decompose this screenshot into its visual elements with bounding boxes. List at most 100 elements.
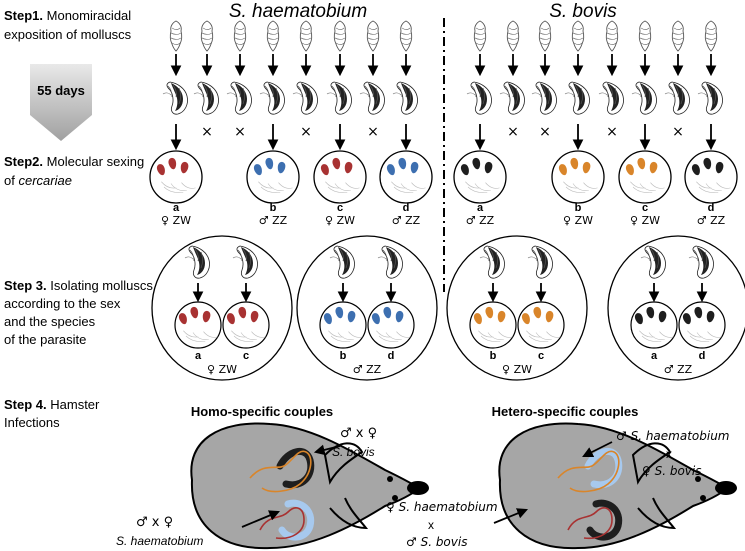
hetero-bottom-line2: ♂ S. bovis <box>406 535 467 549</box>
shell-icon <box>333 20 347 52</box>
step3-desc-1: according to the sex <box>4 296 121 311</box>
sample-letter: c <box>538 350 544 362</box>
pointer-arrow <box>241 510 280 528</box>
sex-label: ♀ ZW <box>630 214 660 227</box>
shell-icon <box>638 20 652 52</box>
snail-icon <box>697 81 724 115</box>
sexing-circle <box>246 150 300 204</box>
sample-letter: d <box>708 202 715 214</box>
snail-icon <box>162 81 189 115</box>
sample-letter: b <box>270 202 277 214</box>
species-header-bovis: S. bovis <box>549 1 617 22</box>
male-worm <box>278 499 315 541</box>
snail-icon <box>564 81 591 115</box>
step3-desc-2: and the species <box>4 314 96 329</box>
homo-couples-title: Homo-specific couples <box>191 404 333 419</box>
step2-desc: of cercariae <box>4 173 72 188</box>
shell-icon <box>399 20 413 52</box>
isolation-group-ellipse <box>607 235 745 381</box>
step4-label: Step 4. Hamster <box>4 397 100 412</box>
hetero-top-x: x <box>666 447 672 461</box>
snail-icon <box>292 81 319 115</box>
isolation-group-ellipse <box>296 235 438 381</box>
rejected-mark: × <box>507 124 519 140</box>
rejected-mark: × <box>300 124 312 140</box>
pointer-arrow <box>493 508 529 524</box>
sample-letter: a <box>173 202 180 214</box>
sexing-circle <box>684 150 738 204</box>
hetero-bottom-line1: ♀ S. haematobium <box>386 500 498 514</box>
exposure-row: ×××××××× <box>162 20 724 151</box>
sample-letter: b <box>575 202 582 214</box>
shell-icon <box>233 20 247 52</box>
sexing-circle <box>149 150 203 204</box>
sex-label: ♂ ZZ <box>259 214 288 227</box>
male-worm <box>584 448 623 489</box>
snail-icon <box>499 81 526 115</box>
female-worm <box>249 450 312 493</box>
hamster-ear <box>631 442 672 485</box>
sex-label: ♂ ZZ <box>697 214 726 227</box>
homo-top-species: S. bovis <box>332 445 375 459</box>
sample-letter: c <box>243 350 249 362</box>
pointer-arrow <box>582 441 613 457</box>
sample-letter: a <box>477 202 484 214</box>
group-sex-label: ♀ ZW <box>502 363 532 376</box>
hetero-top-line2: ♀ S. bovis <box>642 464 702 478</box>
duration-arrow <box>30 64 92 141</box>
hamster-nose <box>715 481 737 495</box>
hamster-eye <box>695 476 701 482</box>
homo-bottom-cross: ♂ x ♀ <box>136 515 173 530</box>
sexing-row: a♀ ZWb♂ ZZc♀ ZWd♂ ZZa♂ ZZb♀ ZWc♀ ZWd♂ ZZ <box>149 150 738 227</box>
shell-icon <box>571 20 585 52</box>
hetero-bottom-x: x <box>428 518 434 532</box>
sexing-circle <box>618 150 672 204</box>
hamster-hetero <box>498 422 737 550</box>
sex-label: ♂ ZZ <box>392 214 421 227</box>
homo-top-cross: ♂ x ♀ <box>340 426 377 441</box>
sample-letter: d <box>388 350 395 362</box>
hamster-ear <box>329 497 369 530</box>
snail-icon <box>259 81 286 115</box>
hamster-homo <box>190 422 429 550</box>
hamster-eye <box>387 476 393 482</box>
step1-desc: exposition of molluscs <box>4 27 132 42</box>
male-worm <box>276 448 315 489</box>
isolation-group-ellipse <box>446 235 588 381</box>
species-header-haematobium: S. haematobium <box>229 1 367 22</box>
shell-icon <box>169 20 183 52</box>
step4-desc: Infections <box>4 415 60 430</box>
sample-letter: a <box>651 350 658 362</box>
shell-icon <box>266 20 280 52</box>
step3-desc-3: of the parasite <box>4 332 86 347</box>
sexing-circle <box>551 150 605 204</box>
sex-label: ♂ ZZ <box>466 214 495 227</box>
group-sex-label: ♂ ZZ <box>664 363 693 376</box>
sex-label: ♀ ZW <box>563 214 593 227</box>
snail-icon <box>193 81 220 115</box>
shell-icon <box>200 20 214 52</box>
sexing-circle <box>313 150 367 204</box>
sample-letter: c <box>337 202 343 214</box>
shell-icon <box>506 20 520 52</box>
hetero-couples-title: Hetero-specific couples <box>492 404 639 419</box>
shell-icon <box>299 20 313 52</box>
snail-icon <box>631 81 658 115</box>
hamster-eye <box>392 495 398 501</box>
sex-label: ♀ ZW <box>325 214 355 227</box>
shell-icon <box>366 20 380 52</box>
shell-icon <box>671 20 685 52</box>
sample-letter: b <box>340 350 347 362</box>
rejected-mark: × <box>539 124 551 140</box>
shell-icon <box>704 20 718 52</box>
snail-icon <box>598 81 625 115</box>
rejected-mark: × <box>606 124 618 140</box>
snail-icon <box>531 81 558 115</box>
sexing-circle <box>379 150 433 204</box>
group-sex-label: ♂ ZZ <box>353 363 382 376</box>
sample-letter: c <box>642 202 648 214</box>
pointer-arrow <box>313 444 341 456</box>
